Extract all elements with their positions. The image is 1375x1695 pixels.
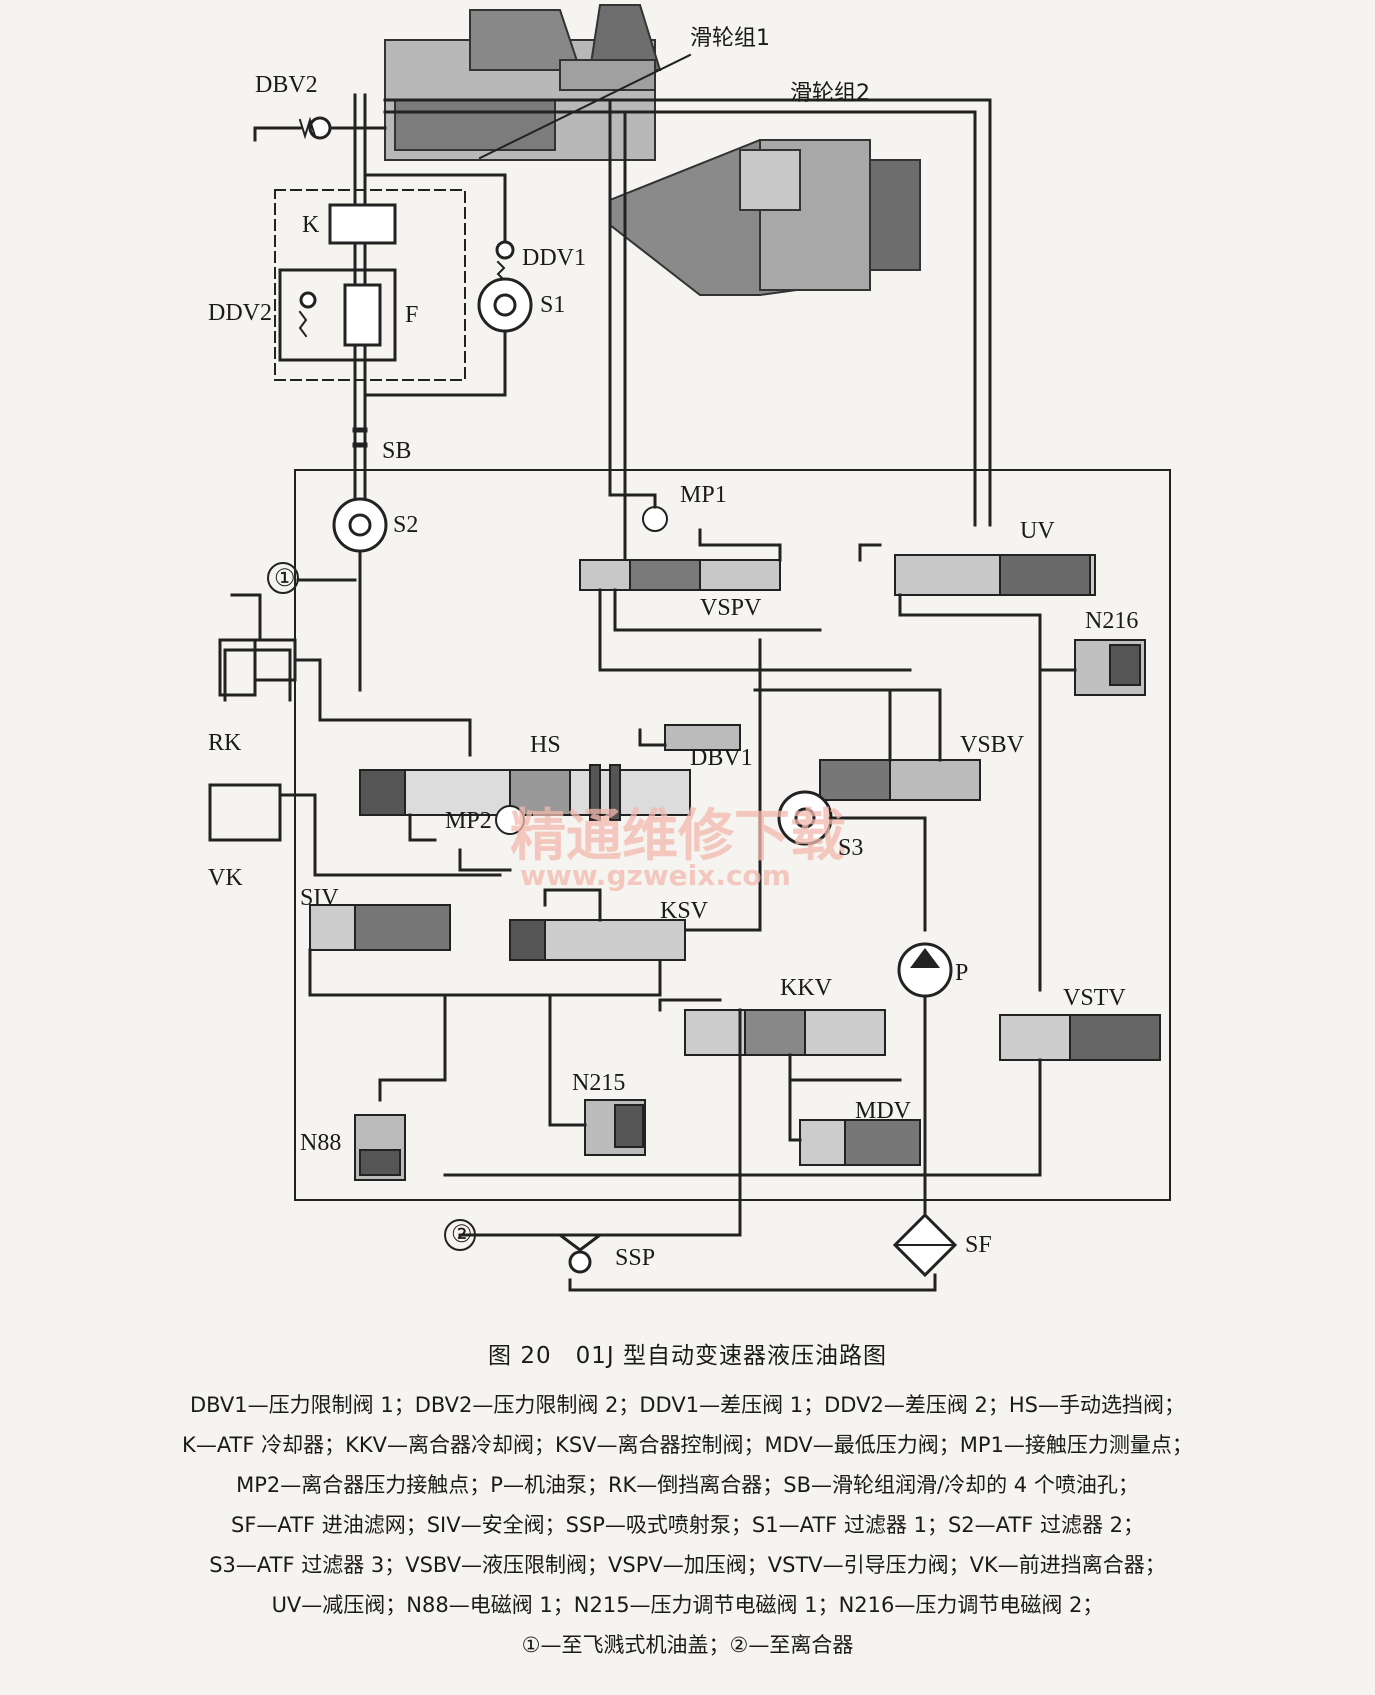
- label-s1: S1: [540, 292, 565, 318]
- watermark-url: www.gzweix.com: [520, 859, 791, 892]
- label-s2: S2: [393, 512, 418, 538]
- label-circle2: ②: [451, 1222, 473, 1248]
- n88-solenoid: [354, 1114, 406, 1181]
- label-ksv: KSV: [660, 898, 709, 924]
- label-circle1: ①: [274, 566, 296, 592]
- dbv2-line: [253, 126, 302, 142]
- pulley-1-pointer: [478, 53, 692, 160]
- label-n216: N216: [1085, 608, 1138, 634]
- hs-valve: [359, 764, 691, 821]
- label-dbv2: DBV2: [255, 72, 318, 98]
- label-dbv1: DBV1: [690, 745, 753, 771]
- watermark-text: 精通维修下载: [510, 804, 846, 869]
- label-ssp: SSP: [615, 1245, 655, 1271]
- label-vstv: VSTV: [1063, 985, 1126, 1011]
- valve-body: [294, 469, 1171, 1201]
- vsbv-valve: [819, 759, 981, 801]
- label-p: P: [955, 960, 968, 986]
- figure-caption: 图 20 01J 型自动变速器液压油路图: [488, 1343, 887, 1369]
- legend-line: DBV1—压力限制阀 1；DBV2—压力限制阀 2；DDV1—差压阀 1；DDV…: [190, 1393, 1185, 1417]
- label-n88: N88: [300, 1130, 341, 1156]
- label-pulley1: 滑轮组1: [690, 26, 770, 51]
- label-s3: S3: [838, 835, 863, 861]
- vstv-valve: [999, 1014, 1161, 1061]
- legend-line: S3—ATF 过滤器 3；VSBV—液压限制阀；VSPV—加压阀；VSTV—引导…: [209, 1553, 1166, 1577]
- legend-line: K—ATF 冷却器；KKV—离合器冷却阀；KSV—离合器控制阀；MDV—最低压力…: [182, 1433, 1193, 1457]
- label-hs: HS: [530, 732, 561, 758]
- label-f: F: [405, 302, 418, 328]
- legend-line: SF—ATF 进油滤网；SIV—安全阀；SSP—吸式喷射泵；S1—ATF 过滤器…: [230, 1513, 1145, 1537]
- s2-filter: [332, 497, 388, 553]
- label-pulley2: 滑轮组2: [790, 81, 870, 106]
- label-uv: UV: [1020, 518, 1055, 544]
- label-sb: SB: [382, 438, 411, 464]
- label-vsbv: VSBV: [960, 732, 1025, 758]
- kkv-valve: [684, 1009, 886, 1056]
- label-n215: N215: [572, 1070, 625, 1096]
- label-vk: VK: [208, 865, 243, 891]
- cooler-k: [328, 203, 397, 245]
- ddv2-housing: [278, 268, 397, 362]
- n215-solenoid: [584, 1099, 646, 1156]
- uv-valve: [894, 554, 1096, 596]
- legend-line: ①—至飞溅式机油盖；②—至离合器: [521, 1633, 854, 1657]
- figure-legend: DBV1—压力限制阀 1；DBV2—压力限制阀 2；DDV1—差压阀 1；DDV…: [20, 1385, 1355, 1665]
- label-sf: SF: [965, 1232, 992, 1258]
- legend-line: UV—减压阀；N88—电磁阀 1；N215—压力调节电磁阀 1；N216—压力调…: [271, 1593, 1104, 1617]
- s1-filter: [477, 277, 533, 333]
- label-kkv: KKV: [780, 975, 833, 1001]
- dbv1-valve: [664, 724, 741, 751]
- mp2-gauge: [495, 805, 525, 835]
- vk-clutch: [208, 783, 502, 877]
- cooler-box: [274, 189, 466, 381]
- rk-clutch: [218, 593, 297, 702]
- mdv-valve: [799, 1119, 921, 1166]
- label-mp1: MP1: [680, 482, 727, 508]
- vspv-valve: [579, 559, 781, 591]
- ssp-pump: [473, 1233, 937, 1292]
- n216-solenoid: [1074, 639, 1146, 696]
- ksv-valve: [509, 919, 686, 961]
- label-ddv2: DDV2: [208, 300, 272, 326]
- circle-1-marker: [267, 562, 299, 594]
- label-ddv1: DDV1: [522, 245, 586, 271]
- label-rk: RK: [208, 730, 242, 756]
- filter-f: [343, 283, 382, 347]
- label-siv: SIV: [300, 885, 339, 911]
- pulley-set-2: [609, 139, 921, 296]
- mp1-gauge: [642, 506, 668, 532]
- hydraulic-circuit-diagram: 精通维修下载 www.gzweix.com 滑轮组1 滑轮组2 DBV2 DDV…: [208, 4, 1171, 1292]
- dbv2-spring: [298, 116, 317, 140]
- label-mp2: MP2: [445, 808, 492, 834]
- siv-valve: [309, 904, 451, 951]
- label-mdv: MDV: [855, 1098, 912, 1124]
- label-k: K: [302, 212, 320, 238]
- label-vspv: VSPV: [700, 595, 762, 621]
- legend-line: MP2—离合器压力接触点；P—机油泵；RK—倒挡离合器；SB—滑轮组润滑/冷却的…: [236, 1473, 1139, 1497]
